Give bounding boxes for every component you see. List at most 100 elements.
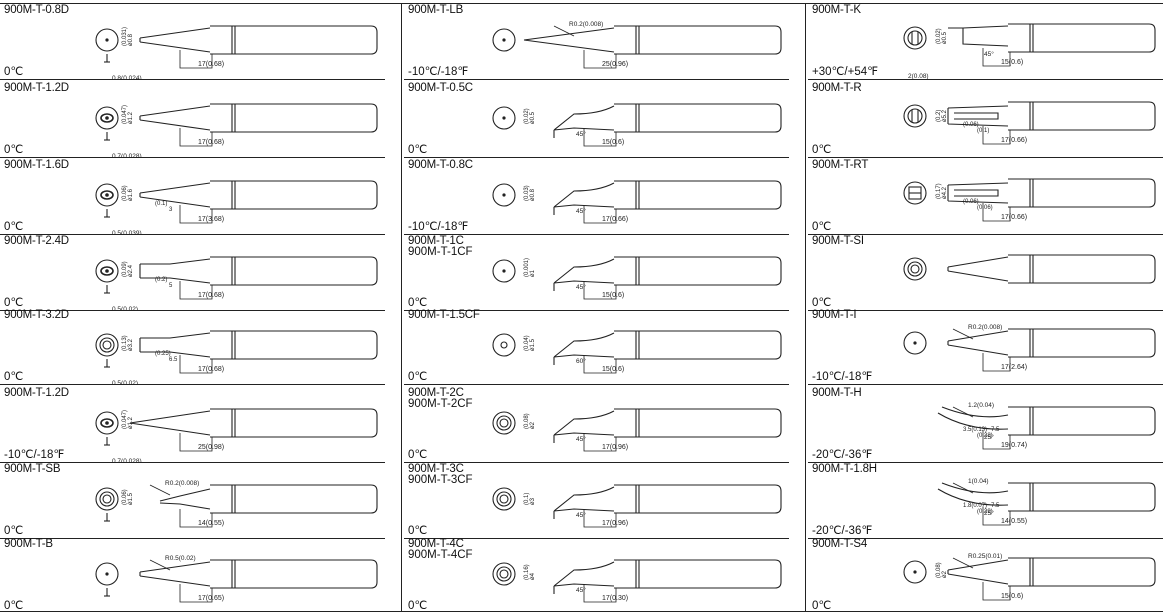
tip-working-end <box>947 105 1009 127</box>
tip-end-view <box>903 331 927 355</box>
small-dimension: 0.5(0.02) <box>112 380 138 385</box>
tip-drawing: 25(0.96)R0.2(0.008) <box>492 21 782 69</box>
tip-end-view <box>95 106 119 141</box>
tip-end-view <box>903 26 927 50</box>
tip-end-view <box>95 333 119 368</box>
temperature-offset: -20℃/-36℉ <box>812 525 873 537</box>
tip-end-view <box>492 411 516 435</box>
temperature-offset: -20℃/-36℉ <box>812 449 873 461</box>
diameter-inch-label: (0.08) <box>936 562 942 578</box>
diameter-inch-label: (0.08) <box>524 413 530 429</box>
temperature-offset: 0℃ <box>408 449 428 461</box>
small-dimension: 0.8(0.024) <box>112 75 142 80</box>
detail-dimension: (0.1) <box>155 201 167 207</box>
tip-working-end <box>553 182 615 215</box>
tip-working-end <box>947 330 1009 356</box>
tip-end-view <box>492 183 516 207</box>
tip-barrel <box>210 330 378 360</box>
length-dimension: 17(0.68) <box>198 139 224 146</box>
length-dimension: 17(0.68) <box>198 61 224 68</box>
diameter-mm-label: ø1.2 <box>128 111 134 124</box>
detail-dimension: 7.5 <box>991 427 1000 433</box>
tip-working-end <box>947 559 1009 585</box>
tip-working-end <box>139 182 211 208</box>
diameter-inch-label: (0.031) <box>122 27 128 46</box>
radius-callout: 1.2(0.04) <box>968 402 994 409</box>
tip-drawing: 17(0.66)(0.03)ø0.845° <box>492 180 782 224</box>
tip-barrel <box>614 330 782 360</box>
temperature-offset: 0℃ <box>408 600 428 612</box>
tip-working-end <box>937 482 1009 506</box>
temperature-offset: 0℃ <box>4 371 24 383</box>
tip-end-view <box>903 181 927 205</box>
detail-dimension: (0.28) <box>977 433 993 439</box>
tip-model-name: 900M-T-0.8C <box>408 159 473 171</box>
tip-working-end <box>947 256 1009 282</box>
tip-barrel <box>210 180 378 210</box>
tip-barrel <box>1008 328 1156 358</box>
row-divider <box>404 234 789 236</box>
diameter-mm-label: ø5.2 <box>942 109 948 122</box>
tip-barrel <box>210 256 378 286</box>
temperature-offset: 0℃ <box>4 600 24 612</box>
temperature-offset: 0℃ <box>812 297 832 309</box>
length-dimension: 19(0.74) <box>1001 442 1027 449</box>
tip-end-view <box>903 560 927 584</box>
temperature-offset: 0℃ <box>4 144 24 156</box>
column-divider <box>805 3 807 611</box>
temperature-offset: 0℃ <box>812 221 832 233</box>
length-dimension: 17(0.68) <box>198 292 224 299</box>
radius-callout: 1(0.04) <box>968 478 989 485</box>
diameter-inch-label: (0.1) <box>524 493 530 505</box>
tip-drawing: 17(3.68)(0.06)ø1.60.5(0.039)(0.1)3 <box>95 180 378 235</box>
small-dimension: 2(0.08) <box>908 73 929 80</box>
detail-dimension: (0.1) <box>977 128 989 134</box>
temperature-offset: 0℃ <box>4 297 24 309</box>
angle-label: 45° <box>576 435 586 443</box>
diameter-mm-label: ø3 <box>530 497 536 505</box>
tip-drawing: 25(0.98)(0.047)ø1.20.7(0.028) <box>95 408 378 463</box>
diameter-mm-label: ø0.5 <box>530 111 536 124</box>
row-divider <box>0 234 385 236</box>
row-divider <box>404 462 789 464</box>
tip-drawing: 17(0.66)(0.2)ø5.2(0.06)(0.1) <box>903 101 1156 145</box>
angle-label: 45° <box>984 50 994 58</box>
small-dimension: 0.7(0.028) <box>112 153 142 158</box>
diameter-inch-label: (0.001) <box>524 258 530 277</box>
diameter-inch-label: (0.06) <box>122 185 128 201</box>
row-divider <box>404 79 789 81</box>
tip-model-name-alt: 900M-T-2CF <box>408 398 473 410</box>
detail-dimension: 6.5 <box>169 357 178 363</box>
tip-working-end <box>139 332 211 358</box>
diameter-inch-label: (0.02) <box>936 28 942 44</box>
tip-drawing: 17(0.66)(0.17)ø4.2(0.06)(0.06) <box>903 178 1156 222</box>
diameter-inch-label: (0.06) <box>122 489 128 505</box>
diameter-inch-label: (0.04) <box>524 335 530 351</box>
tip-end-view <box>492 259 516 283</box>
row-divider <box>808 384 1163 386</box>
tip-working-end <box>139 27 211 53</box>
row-divider <box>404 310 789 312</box>
tip-barrel <box>1008 23 1156 53</box>
angle-label: 25° <box>984 509 994 517</box>
angle-label: 25° <box>984 433 994 441</box>
length-dimension: 15(0.6) <box>602 139 624 146</box>
tip-model-name: 900M-T-RT <box>812 159 869 171</box>
tip-drawing <box>903 254 1156 284</box>
radius-callout: R0.25(0.01) <box>968 553 1002 560</box>
tip-drawing: 17(0.68)(0.031)ø0.80.8(0.024) <box>95 25 378 80</box>
tip-model-name: 900M-T-I <box>812 309 857 321</box>
diameter-inch-label: (0.09) <box>122 261 128 277</box>
tip-model-name: 900M-T-0.8D <box>4 4 69 16</box>
tip-model-name: 900M-T-1C <box>408 235 464 247</box>
temperature-offset: -10℃/-18℉ <box>4 449 65 461</box>
length-dimension: 17(0.65) <box>198 595 224 602</box>
